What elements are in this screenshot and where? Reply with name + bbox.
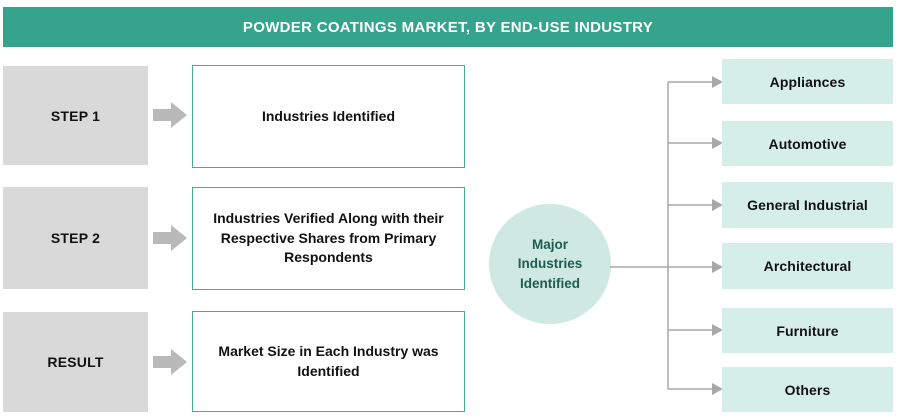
result-description: Market Size in Each Industry was Identif…	[218, 342, 439, 379]
step1-box: STEP 1	[3, 66, 148, 165]
step2-description-box: Industries Verified Along with their Res…	[192, 187, 465, 290]
branch-arrowhead-icon	[712, 199, 723, 211]
industry-label: Furniture	[776, 322, 839, 339]
major-industries-hub: Major Industries Identified	[489, 204, 611, 324]
result-box: RESULT	[3, 312, 148, 412]
result-label: RESULT	[47, 354, 104, 370]
branch-arrowhead-icon	[712, 324, 723, 336]
branch-arrowhead-icon	[712, 137, 723, 149]
branch-arrowhead-icon	[712, 383, 723, 395]
result-description-box: Market Size in Each Industry was Identif…	[192, 311, 465, 412]
step2-arrow-icon	[153, 225, 187, 251]
industry-label: Automotive	[768, 135, 847, 152]
industry-box-furniture: Furniture	[722, 308, 893, 353]
diagram-title-banner: POWDER COATINGS MARKET, BY END-USE INDUS…	[3, 7, 893, 47]
industry-box-general-industrial: General Industrial	[722, 182, 893, 228]
diagram-title: POWDER COATINGS MARKET, BY END-USE INDUS…	[242, 18, 654, 36]
step2-box: STEP 2	[3, 187, 148, 289]
major-industries-hub-label: Major Industries Identified	[517, 236, 583, 291]
industry-box-automotive: Automotive	[722, 121, 893, 166]
branch-arrowhead-icon	[712, 76, 723, 88]
step2-description: Industries Verified Along with their Res…	[213, 210, 444, 266]
industry-box-others: Others	[722, 367, 893, 412]
industry-label: General Industrial	[747, 197, 868, 213]
step1-label: STEP 1	[50, 107, 101, 124]
industry-label: Others	[784, 381, 831, 398]
step1-arrow-icon	[153, 102, 187, 128]
branch-arrowhead-icon	[712, 261, 723, 273]
step1-description-box: Industries Identified	[192, 65, 465, 168]
industry-label: Appliances	[769, 73, 846, 90]
step2-label: STEP 2	[50, 230, 101, 246]
industry-box-architectural: Architectural	[722, 243, 893, 289]
connector-lines	[610, 76, 723, 395]
step1-description: Industries Identified	[261, 107, 395, 124]
result-arrow-icon	[153, 349, 187, 375]
industry-box-appliances: Appliances	[722, 59, 893, 104]
industry-label: Architectural	[763, 258, 852, 274]
